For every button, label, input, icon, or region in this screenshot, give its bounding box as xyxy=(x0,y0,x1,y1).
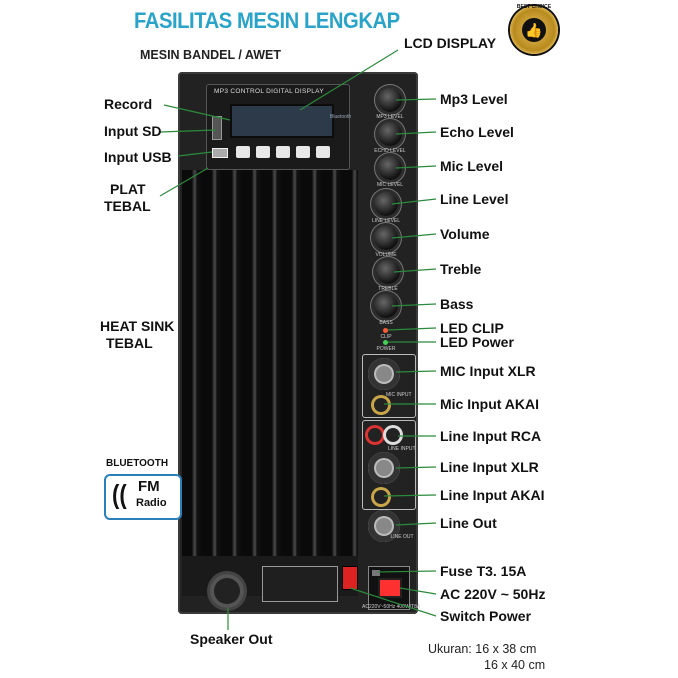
power-switch[interactable] xyxy=(342,566,358,590)
label-speaker-out: Speaker Out xyxy=(190,631,273,647)
label-bass: Bass xyxy=(440,296,474,312)
line-input-akai[interactable] xyxy=(374,490,388,504)
label-line-level: Line Level xyxy=(440,191,509,207)
label-heatsink-2: TEBAL xyxy=(106,335,153,351)
line-fuse xyxy=(377,570,437,573)
line-lcd-display xyxy=(299,49,399,111)
led-power xyxy=(383,340,388,345)
label-line-out: Line Out xyxy=(440,515,497,531)
line-input-usb xyxy=(177,151,213,157)
line-level-knob-label: LINE LEVEL xyxy=(371,218,401,224)
label-mp3-level: Mp3 Level xyxy=(440,91,508,107)
lcd-display xyxy=(230,104,334,138)
ac-rating-label: AC220V~50Hz 400W/T8A xyxy=(362,604,421,610)
label-heatsink-1: HEAT SINK xyxy=(100,318,175,334)
speaker-out-jack[interactable] xyxy=(210,574,244,608)
echo-level-knob-label: ECHO LEVEL xyxy=(374,148,406,154)
next-button[interactable] xyxy=(296,146,310,158)
mic-level-knob-label: MIC LEVEL xyxy=(376,182,404,188)
label-volume: Volume xyxy=(440,226,490,242)
mp3-button-row xyxy=(208,140,348,162)
line-record xyxy=(163,104,231,121)
mic-input-label: MIC INPUT xyxy=(386,392,412,398)
label-echo-level: Echo Level xyxy=(440,124,514,140)
label-lcd-display: LCD DISPLAY xyxy=(404,35,497,51)
label-plat-1: PLAT xyxy=(110,181,146,197)
label-ac: AC 220V ~ 50Hz xyxy=(440,586,546,602)
power-label: POWER xyxy=(376,346,396,352)
mp3-level-knob-label: MP3 LEVEL xyxy=(376,114,404,120)
clip-label: CLIP xyxy=(380,334,392,340)
label-input-sd: Input SD xyxy=(104,123,162,139)
line-mic-level xyxy=(395,165,437,169)
label-mic-level: Mic Level xyxy=(440,158,504,174)
line-input-sd xyxy=(159,129,217,133)
page-title: FASILITAS MESIN LENGKAP xyxy=(134,8,400,33)
line-treble xyxy=(393,268,437,273)
line-input-frame xyxy=(362,420,416,510)
label-fuse: Fuse T3. 15A xyxy=(440,563,527,579)
label-led-clip: LED CLIP xyxy=(440,320,504,336)
radio-wave-icon: (( xyxy=(112,479,127,510)
label-mic-input-akai: Mic Input AKAI xyxy=(440,396,540,412)
label-plat-2: TEBAL xyxy=(104,198,151,214)
line-line-level xyxy=(391,198,437,205)
treble-knob-label: TREBLE xyxy=(378,286,398,292)
line-echo-level xyxy=(395,131,437,135)
lcd-header-text: MP3 CONTROL DIGITAL DISPLAY xyxy=(214,88,324,95)
bluetooth-mark: Bluetooth xyxy=(330,114,352,120)
fm-radio-box xyxy=(104,474,182,520)
size-line-2: 16 x 40 cm xyxy=(484,658,546,672)
label-mic-input-xlr: MIC Input XLR xyxy=(440,363,536,379)
rec-button[interactable] xyxy=(316,146,330,158)
line-mp3-level xyxy=(395,98,437,101)
label-line-input-xlr: Line Input XLR xyxy=(440,459,539,475)
label-record: Record xyxy=(104,96,153,112)
line-out-xlr[interactable] xyxy=(368,510,400,542)
label-input-usb: Input USB xyxy=(104,149,172,165)
fm-label: FM xyxy=(138,478,160,495)
warning-plate xyxy=(262,566,338,602)
label-switch-power: Switch Power xyxy=(440,608,532,624)
prev-button[interactable] xyxy=(256,146,270,158)
volume-knob-label: VOLUME xyxy=(375,252,397,258)
mic-input-frame xyxy=(362,354,416,418)
line-ac xyxy=(399,587,437,595)
radio-label: Radio xyxy=(136,497,167,509)
line-line-akai xyxy=(383,494,437,497)
line-line-xlr xyxy=(395,466,437,469)
bluetooth-heading: BLUETOOTH xyxy=(106,458,169,469)
mic-input-xlr[interactable] xyxy=(368,358,400,390)
play-button[interactable] xyxy=(276,146,290,158)
line-bass xyxy=(391,303,437,307)
heat-sink xyxy=(182,170,358,562)
line-input-rca-red[interactable] xyxy=(368,428,382,442)
line-switch xyxy=(349,587,437,617)
line-line-out xyxy=(395,522,437,526)
size-line-1: Ukuran: 16 x 38 cm xyxy=(428,642,537,656)
label-line-input-akai: Line Input AKAI xyxy=(440,487,545,503)
label-treble: Treble xyxy=(440,261,482,277)
mic-input-akai[interactable] xyxy=(374,398,388,412)
line-mic-xlr xyxy=(395,370,437,373)
mode-button[interactable] xyxy=(236,146,250,158)
label-led-power: LED Power xyxy=(440,334,514,350)
line-input-label: LINE INPUT xyxy=(388,446,416,452)
usb-port[interactable] xyxy=(212,148,228,158)
led-clip xyxy=(383,328,388,333)
line-plat xyxy=(159,167,209,197)
line-out-label: LINE OUT xyxy=(390,534,414,540)
page-subtitle: MESIN BANDEL / AWET xyxy=(140,48,281,62)
thumbs-up-icon: 👍 xyxy=(522,18,546,42)
fuse-holder[interactable] xyxy=(372,570,380,576)
line-input-xlr[interactable] xyxy=(368,452,400,484)
bass-knob-label: BASS xyxy=(379,320,393,326)
line-input-rca-white[interactable] xyxy=(386,428,400,442)
line-led-clip xyxy=(387,327,437,331)
line-volume xyxy=(391,233,437,239)
badge-text: BEST CHOICE xyxy=(516,4,552,10)
label-line-input-rca: Line Input RCA xyxy=(440,428,542,444)
